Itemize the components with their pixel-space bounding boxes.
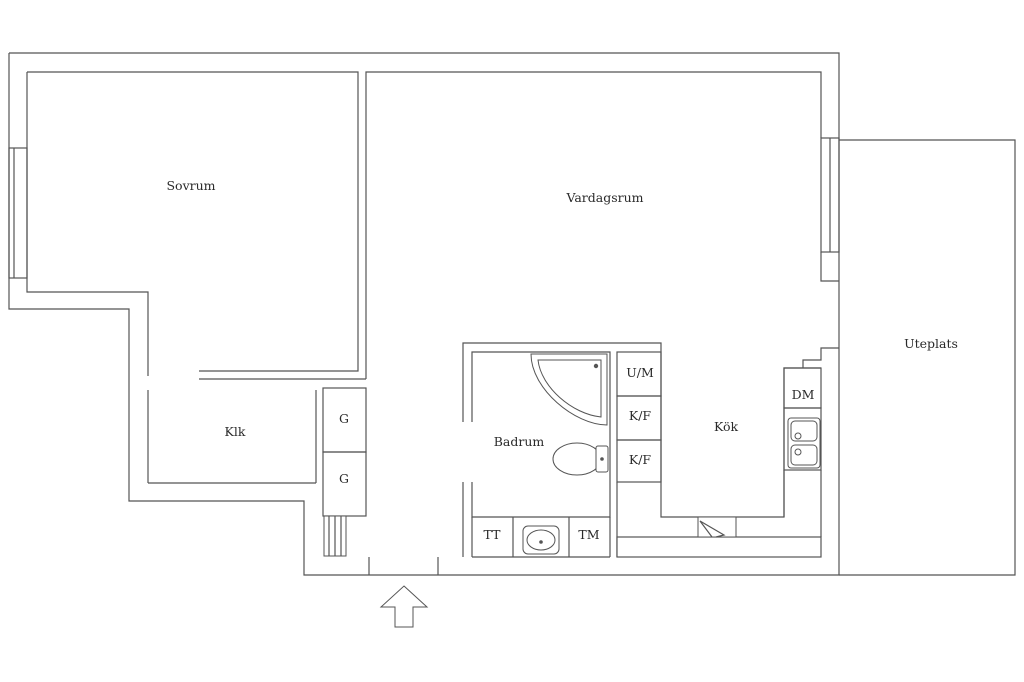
toilet-icon: [552, 442, 609, 476]
outer-walls: [8, 52, 1016, 576]
room-label-badrum: Badrum: [494, 434, 545, 449]
fixture-label-um: U/M: [626, 365, 654, 380]
fixture-label-kf-upper: K/F: [629, 408, 652, 423]
radiator-icon: [323, 515, 347, 557]
fixture-label-kf-lower: K/F: [629, 452, 652, 467]
room-label-vardagsrum: Vardagsrum: [565, 190, 643, 205]
room-label-klk: Klk: [225, 424, 246, 439]
room-label-kok: Kök: [714, 419, 739, 434]
entrance-arrow-icon: [379, 585, 429, 628]
room-label-uteplats: Uteplats: [904, 336, 958, 351]
double-sink-icon: [787, 417, 821, 469]
washbasin-icon: [522, 525, 560, 555]
interior-walls: [8, 71, 840, 558]
corner-bathtub-icon: [530, 353, 608, 426]
fixture-label-g-lower: G: [339, 471, 349, 486]
fixture-label-tm: TM: [578, 527, 599, 542]
fixture-label-g-upper: G: [339, 411, 349, 426]
stove-icon: [697, 516, 737, 538]
fixture-label-tt: TT: [484, 527, 502, 542]
kitchen-counter: [616, 536, 822, 558]
room-label-sovrum: Sovrum: [166, 178, 215, 193]
fixture-label-dm: DM: [792, 387, 815, 402]
